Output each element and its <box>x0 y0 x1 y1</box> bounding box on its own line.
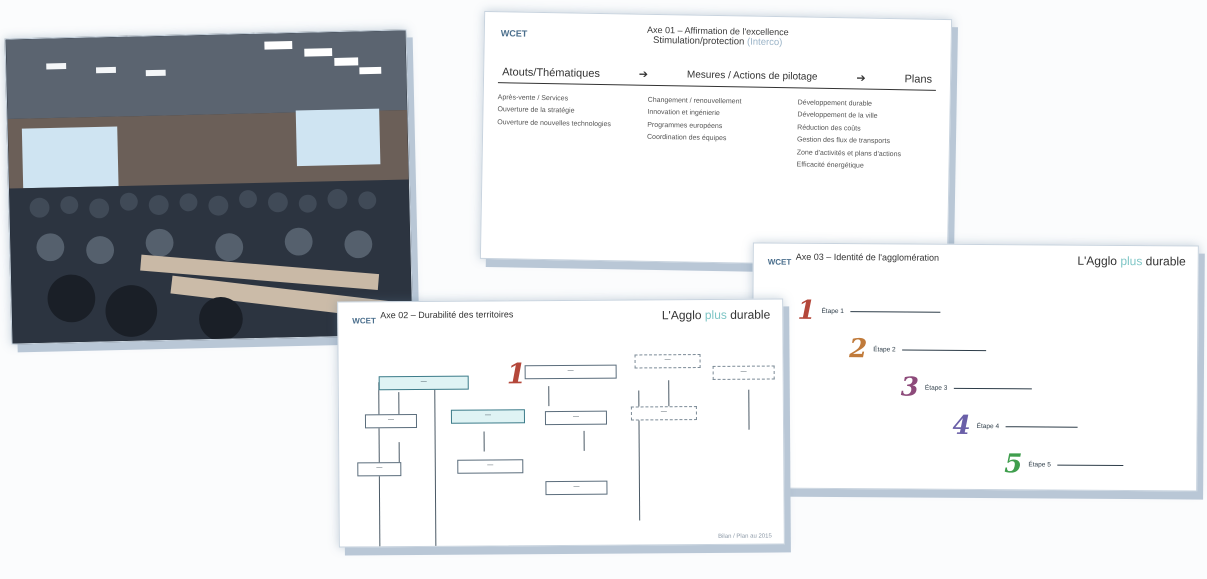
list-item: Ouverture de la stratégie <box>497 106 575 115</box>
diagram-box: — <box>450 409 525 424</box>
step-label: Étape 1 <box>821 307 844 315</box>
slide-axis-03: WCET Axe 03 – Identité de l'agglomératio… <box>751 242 1199 492</box>
arrow-right-icon: ➔ <box>638 68 649 81</box>
tagline-end: durable <box>1145 254 1186 269</box>
step-label: Étape 3 <box>924 384 948 392</box>
diagram-box: — <box>364 414 418 428</box>
diagram-box: — <box>634 354 701 368</box>
flow-header: Atouts/Thématiques ➔ Mesures / Actions d… <box>497 65 937 91</box>
step-number: 1 <box>797 295 816 326</box>
list-item: Zone d'activités et plans d'actions <box>796 149 902 158</box>
subtitle-main: Stimulation/protection <box>652 34 745 48</box>
diagram-box: — <box>457 459 524 474</box>
slide-axis-01: WCET Axe 01 – Affirmation de l'excellenc… <box>479 10 953 268</box>
step-1: 1 Étape 1 <box>797 296 940 327</box>
flow-step-1: Atouts/Thématiques <box>502 65 601 80</box>
arrow-right-icon: ➔ <box>856 72 866 85</box>
step-label: Étape 5 <box>1028 460 1051 469</box>
column-atouts: Après-vente / Services Ouverture de la s… <box>496 93 635 170</box>
step-line <box>1005 425 1078 428</box>
list-item: Changement / renouvellement <box>647 96 742 106</box>
slide-tagline: L'Agglo plus durable <box>1077 254 1185 269</box>
diagram-box: — <box>357 462 402 476</box>
slide-logo: WCET <box>500 28 528 39</box>
list-item: Développement de la ville <box>797 111 878 121</box>
step-label: Étape 2 <box>873 345 896 353</box>
step-number-red: 1 <box>506 357 527 391</box>
list-item: Coordination des équipes <box>646 134 727 143</box>
slide-header: Axe 03 – Identité de l'agglomération L'A… <box>766 252 1186 269</box>
slide-title: Axe 03 – Identité de l'agglomération <box>795 251 940 263</box>
slide-logo: WCET <box>767 257 792 267</box>
list-item: Programmes européens <box>647 121 723 130</box>
step-5: 5 Étape 5 <box>1004 449 1123 480</box>
diagram-box: — <box>378 375 469 390</box>
step-3: 3 Étape 3 <box>901 372 1032 403</box>
tagline-accent: plus <box>1120 254 1143 269</box>
step-line <box>901 348 986 351</box>
list-item: Réduction des coûts <box>797 124 861 133</box>
subtitle-accent: (Interco) <box>746 36 783 49</box>
conference-room-illustration <box>5 30 413 344</box>
tagline-start: L'Agglo <box>1077 253 1118 268</box>
diagram-box: — <box>524 364 617 379</box>
step-2: 2 Étape 2 <box>849 334 986 365</box>
diagram-box: — <box>545 480 608 495</box>
list-item: Innovation et ingénierie <box>647 109 720 118</box>
step-number: 2 <box>849 334 868 365</box>
step-number: 5 <box>1004 449 1023 480</box>
step-line <box>953 387 1032 389</box>
diagram-box: — <box>544 410 608 425</box>
column-plans: Développement durable Développement de l… <box>796 98 935 175</box>
slide-axis-02: WCET Axe 02 – Durabilité des territoires… <box>337 298 785 548</box>
step-4: 4 Étape 4 <box>952 410 1078 442</box>
list-item: Gestion des flux de transports <box>796 136 891 146</box>
list-item: Efficacité énergétique <box>796 161 864 170</box>
flow-step-2: Mesures / Actions de pilotage <box>686 69 818 83</box>
flow-step-3: Plans <box>904 72 933 86</box>
step-line <box>1056 464 1123 466</box>
flow-columns: Après-vente / Services Ouverture de la s… <box>496 93 935 175</box>
step-line <box>849 310 940 313</box>
step-number: 3 <box>900 372 920 403</box>
diagram-box: — <box>630 406 697 421</box>
list-item: Développement durable <box>797 99 873 108</box>
slide-footer: Bilan / Plan au 2015 <box>718 533 772 540</box>
step-label: Étape 4 <box>976 422 1000 430</box>
step-number: 4 <box>952 410 971 441</box>
diagram-box: — <box>712 365 775 380</box>
conference-photo <box>4 29 414 345</box>
list-item: Après-vente / Services <box>497 94 569 103</box>
column-mesures: Changement / renouvellement Innovation e… <box>646 96 785 173</box>
list-item: Ouverture de nouvelles technologies <box>497 119 611 129</box>
